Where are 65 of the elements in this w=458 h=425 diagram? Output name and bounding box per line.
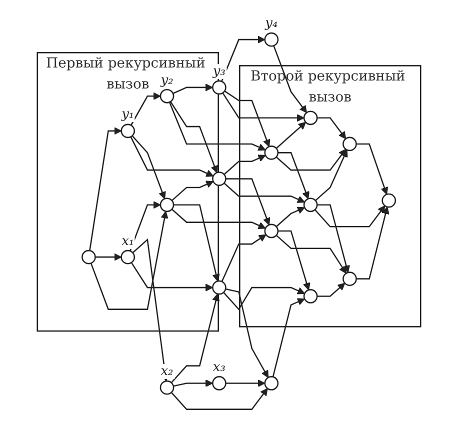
node-circle (160, 88, 174, 104)
arrow (224, 90, 270, 147)
node-circle (82, 250, 96, 264)
arrow (276, 206, 305, 228)
node-circle (264, 32, 279, 47)
node-circle (264, 146, 279, 160)
node-circle (120, 250, 136, 264)
arrow (132, 135, 166, 200)
variable-label: x₁ (120, 234, 136, 249)
arrow (223, 286, 305, 310)
arrow (221, 36, 266, 82)
arrow (356, 143, 388, 195)
arrow (225, 288, 269, 378)
arrow (168, 102, 266, 151)
arrow (172, 84, 214, 94)
arrow (276, 234, 347, 274)
arrow (222, 92, 304, 122)
arrow (276, 148, 346, 171)
arrow (314, 205, 386, 228)
node-circle (342, 272, 357, 286)
arrow (224, 154, 266, 175)
node-circle (212, 172, 226, 186)
arrow (174, 204, 220, 282)
node-circle (264, 376, 279, 390)
variable-label: y₃ (212, 64, 226, 79)
arrow (171, 208, 266, 230)
arrow (170, 101, 218, 174)
node-circle (212, 280, 226, 295)
arrow (95, 253, 122, 261)
node-circle (120, 124, 136, 138)
arrow (317, 282, 346, 297)
node-circle (160, 380, 174, 395)
arrow (278, 230, 310, 290)
arrow (272, 298, 305, 378)
arrow (130, 136, 214, 177)
arrow (170, 294, 220, 384)
arrow (221, 234, 266, 282)
arrow (132, 238, 170, 382)
arrow (130, 92, 161, 126)
arrow (317, 117, 346, 140)
node-circle (212, 80, 226, 95)
node-circle (212, 376, 226, 390)
arrow (315, 150, 348, 202)
arrow (226, 379, 266, 388)
arrow (171, 180, 214, 202)
arrow (130, 262, 214, 292)
arrow (278, 152, 310, 200)
node-circle (303, 289, 318, 304)
arrow (276, 122, 306, 149)
arrow (224, 182, 305, 203)
arrow (89, 127, 122, 251)
node-circle (382, 193, 396, 208)
node-circle (160, 198, 174, 212)
arrow (356, 206, 390, 280)
arrow (173, 379, 214, 388)
variable-label: x₂ (160, 364, 174, 380)
arrow (130, 201, 161, 252)
arrow (90, 210, 168, 310)
arrow (170, 388, 268, 410)
arrow (317, 204, 350, 273)
node-circle (303, 198, 318, 212)
arrow (226, 178, 270, 226)
node-circle (303, 110, 318, 126)
node-circle (264, 224, 279, 238)
node-circle (342, 136, 357, 152)
